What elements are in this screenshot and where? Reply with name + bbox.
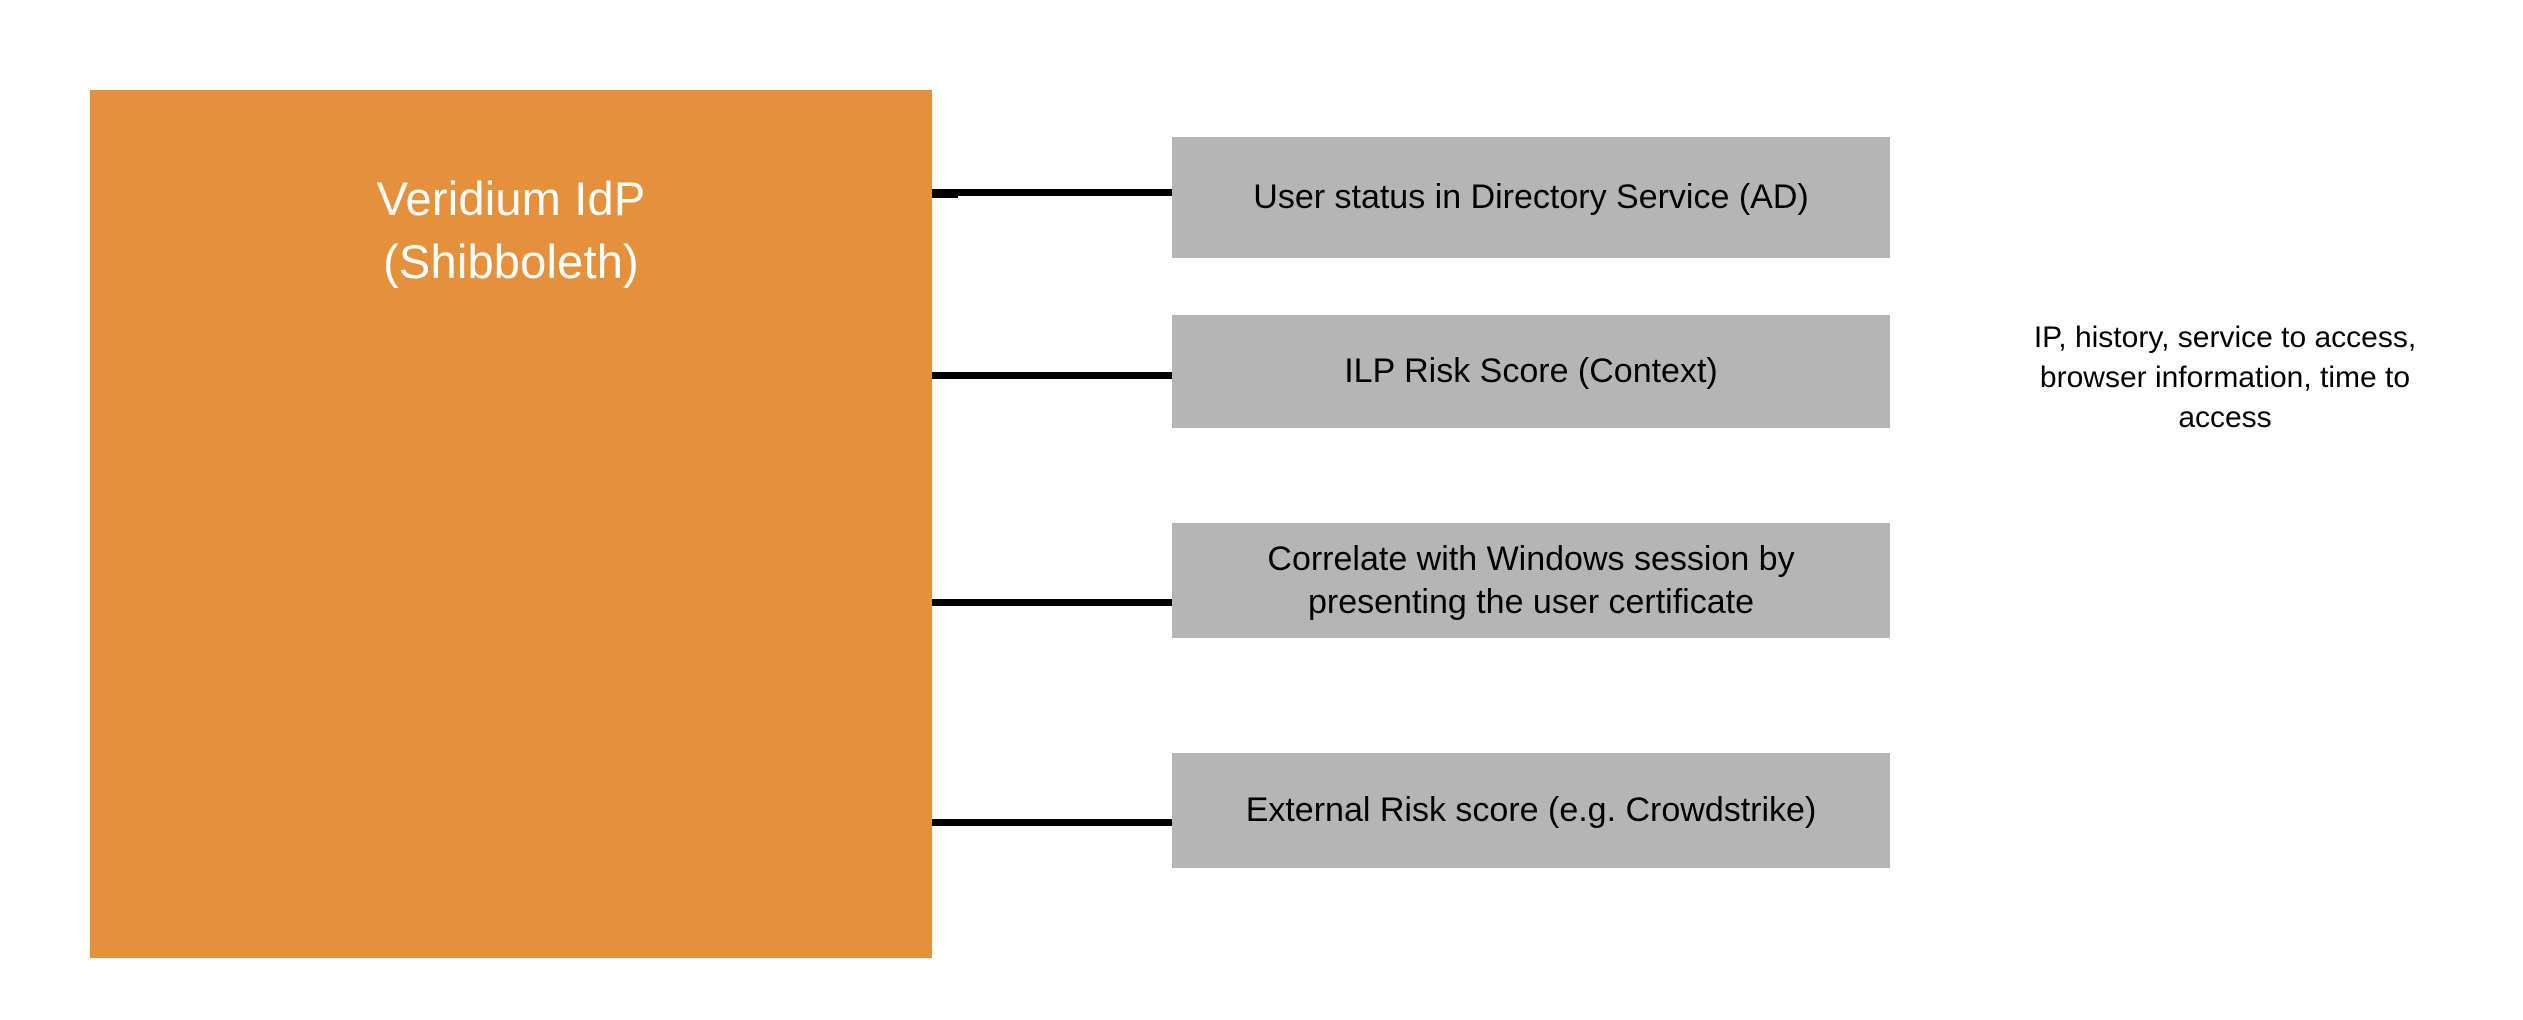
signal-box-label: Correlate with Windows session by presen… bbox=[1267, 539, 1795, 621]
signal-box-ilp-risk-score[interactable]: ILP Risk Score (Context) bbox=[1172, 315, 1890, 428]
signal-box-label: ILP Risk Score (Context) bbox=[1344, 352, 1718, 391]
connector-line-external-risk-score bbox=[932, 819, 1180, 826]
connector-line-windows-session-correlation bbox=[932, 599, 1180, 606]
connector-line-ilp-risk-score bbox=[932, 372, 1180, 379]
signal-box-windows-session-correlation[interactable]: Correlate with Windows session by presen… bbox=[1172, 523, 1890, 638]
connector-line-directory-status bbox=[932, 189, 1180, 198]
signal-box-label: User status in Directory Service (AD) bbox=[1253, 178, 1809, 217]
idp-node[interactable]: Veridium IdP (Shibboleth) bbox=[90, 90, 932, 958]
signal-box-label: External Risk score (e.g. Crowdstrike) bbox=[1245, 791, 1817, 830]
idp-node-label: Veridium IdP (Shibboleth) bbox=[376, 172, 646, 288]
context-note: IP, history, service to access, browser … bbox=[2033, 321, 2417, 434]
signal-box-external-risk-score[interactable]: External Risk score (e.g. Crowdstrike) bbox=[1172, 753, 1890, 868]
signal-box-directory-status[interactable]: User status in Directory Service (AD) bbox=[1172, 137, 1890, 258]
